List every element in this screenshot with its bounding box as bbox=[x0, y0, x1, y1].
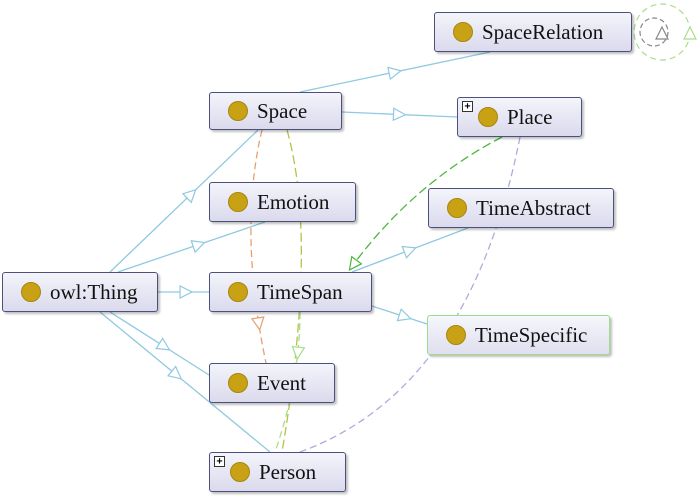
arrowhead-icon bbox=[181, 188, 197, 204]
edge-thing-to-timespan bbox=[158, 285, 209, 299]
class-dot-icon bbox=[228, 282, 248, 302]
node-label: TimeAbstract bbox=[476, 195, 591, 220]
node-label: Person bbox=[259, 459, 317, 484]
node-timeabstract[interactable]: TimeAbstract bbox=[428, 188, 614, 228]
edge-thing-to-space bbox=[109, 129, 259, 273]
node-timespecific[interactable]: TimeSpecific bbox=[427, 315, 610, 355]
node-label: TimeSpecific bbox=[475, 322, 588, 347]
edge-timespan-to-timespecific bbox=[371, 305, 428, 325]
class-dot-icon bbox=[21, 282, 41, 302]
class-dot-icon bbox=[447, 198, 467, 218]
arrowhead-icon bbox=[166, 365, 183, 380]
edge-space-to-event bbox=[250, 129, 267, 364]
edge-space-to-spacerelation bbox=[299, 51, 491, 93]
arrowhead-icon bbox=[396, 308, 412, 322]
arrowhead-icon bbox=[179, 285, 194, 299]
class-dot-icon bbox=[453, 22, 473, 42]
class-dot-icon bbox=[230, 462, 250, 482]
node-label: owl:Thing bbox=[50, 279, 138, 304]
node-timespan[interactable]: TimeSpan bbox=[209, 272, 372, 312]
class-dot-icon bbox=[228, 373, 248, 393]
node-event[interactable]: Event bbox=[209, 363, 335, 403]
arrowhead-icon bbox=[155, 337, 171, 351]
arrowhead-icon bbox=[387, 66, 403, 81]
edge-place-to-timespan bbox=[347, 136, 503, 273]
node-owl-thing[interactable]: owl:Thing bbox=[2, 272, 158, 312]
node-label: Place bbox=[507, 104, 553, 129]
node-spacerelation[interactable]: SpaceRelation bbox=[434, 12, 632, 52]
node-person[interactable]: + Person bbox=[209, 452, 346, 492]
arrowhead-icon bbox=[250, 316, 265, 332]
node-space[interactable]: Space bbox=[209, 92, 342, 130]
node-label: Space bbox=[257, 98, 308, 123]
node-label: TimeSpan bbox=[257, 279, 343, 304]
node-emotion[interactable]: Emotion bbox=[209, 182, 356, 222]
node-label: Emotion bbox=[257, 189, 330, 214]
arrowhead-icon bbox=[401, 245, 417, 259]
class-dot-icon bbox=[228, 192, 248, 212]
edge-thing-to-emotion bbox=[117, 221, 266, 273]
expand-toggle[interactable]: + bbox=[214, 456, 225, 467]
arrowhead-icon bbox=[291, 345, 306, 361]
class-dot-icon bbox=[228, 101, 248, 121]
edge-thing-to-event bbox=[109, 311, 210, 376]
edge-timespan-to-timeabstract bbox=[351, 227, 469, 273]
node-label: Event bbox=[257, 370, 306, 395]
edge-space-to-place bbox=[341, 107, 458, 122]
expand-toggle[interactable]: + bbox=[462, 101, 473, 112]
arrowhead-icon bbox=[348, 255, 363, 272]
node-place[interactable]: + Place bbox=[457, 97, 582, 137]
arrowhead-icon bbox=[190, 240, 206, 254]
class-dot-icon bbox=[478, 107, 498, 127]
arrowhead-icon bbox=[392, 107, 407, 122]
edge-thing-to-person bbox=[99, 311, 271, 453]
class-dot-icon bbox=[446, 325, 466, 345]
self-loop-icon bbox=[633, 3, 697, 61]
node-label: SpaceRelation bbox=[482, 19, 604, 44]
